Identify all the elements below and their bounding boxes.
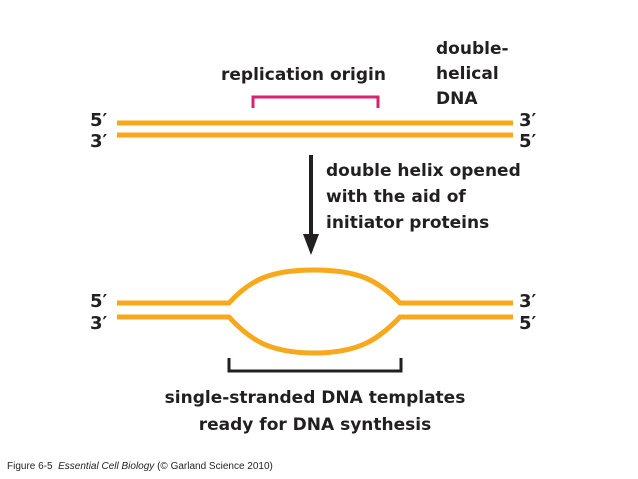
template-label-line1: single-stranded DNA templates xyxy=(165,388,466,408)
top-right-end-3prime: 3′ xyxy=(519,110,537,131)
caption-figure-number: Figure 6-5 xyxy=(7,461,53,472)
double-helical-dna-label-line3: DNA xyxy=(436,89,478,109)
bottom-strand-lower xyxy=(117,314,513,356)
replication-origin-bracket xyxy=(251,95,380,108)
step-label-line2: with the aid of xyxy=(326,187,466,207)
caption-credit: (© Garland Science 2010) xyxy=(157,461,273,472)
top-right-end-5prime: 5′ xyxy=(519,131,537,152)
figure-caption: Figure 6-5 Essential Cell Biology (© Gar… xyxy=(7,461,273,472)
template-label-line2: ready for DNA synthesis xyxy=(199,415,431,435)
dna-replication-diagram: replication origin double- helical DNA 5… xyxy=(90,39,537,435)
bottom-strand-upper xyxy=(117,267,513,306)
bottom-right-end-3prime: 3′ xyxy=(519,291,537,312)
caption-book-title: Essential Cell Biology xyxy=(58,461,155,472)
double-helical-dna-label-line2: helical xyxy=(436,64,499,84)
replication-origin-label: replication origin xyxy=(221,65,386,85)
top-left-end-3prime: 3′ xyxy=(90,131,108,152)
process-arrow xyxy=(303,155,319,255)
bottom-right-end-5prime: 5′ xyxy=(519,313,537,334)
template-bracket xyxy=(227,358,403,373)
step-label-line3: initiator proteins xyxy=(326,213,489,233)
step-label-line1: double helix opened xyxy=(326,161,521,181)
top-left-end-5prime: 5′ xyxy=(90,110,108,131)
bottom-left-end-3prime: 3′ xyxy=(90,313,108,334)
double-helical-dna-label-line1: double- xyxy=(436,39,509,59)
bottom-left-end-5prime: 5′ xyxy=(90,291,108,312)
